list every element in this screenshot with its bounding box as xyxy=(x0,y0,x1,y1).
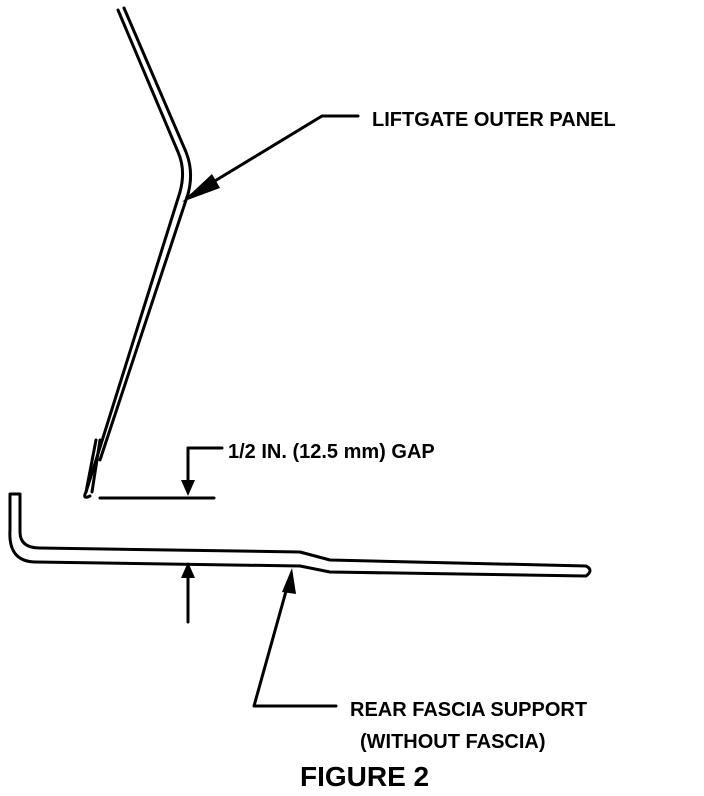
outer-panel-leader xyxy=(182,114,360,202)
fascia-support-leader xyxy=(252,568,338,708)
label-rear-fascia-support: REAR FASCIA SUPPORT xyxy=(350,699,587,721)
label-liftgate-outer-panel: LIFTGATE OUTER PANEL xyxy=(372,109,616,131)
figure-caption: FIGURE 2 xyxy=(300,761,429,792)
label-without-fascia: (WITHOUT FASCIA) xyxy=(360,731,546,753)
rear-fascia-support xyxy=(8,492,592,578)
liftgate-outer-panel xyxy=(83,6,193,499)
gap-dimension xyxy=(98,446,224,624)
label-gap: 1/2 IN. (12.5 mm) GAP xyxy=(228,441,435,463)
